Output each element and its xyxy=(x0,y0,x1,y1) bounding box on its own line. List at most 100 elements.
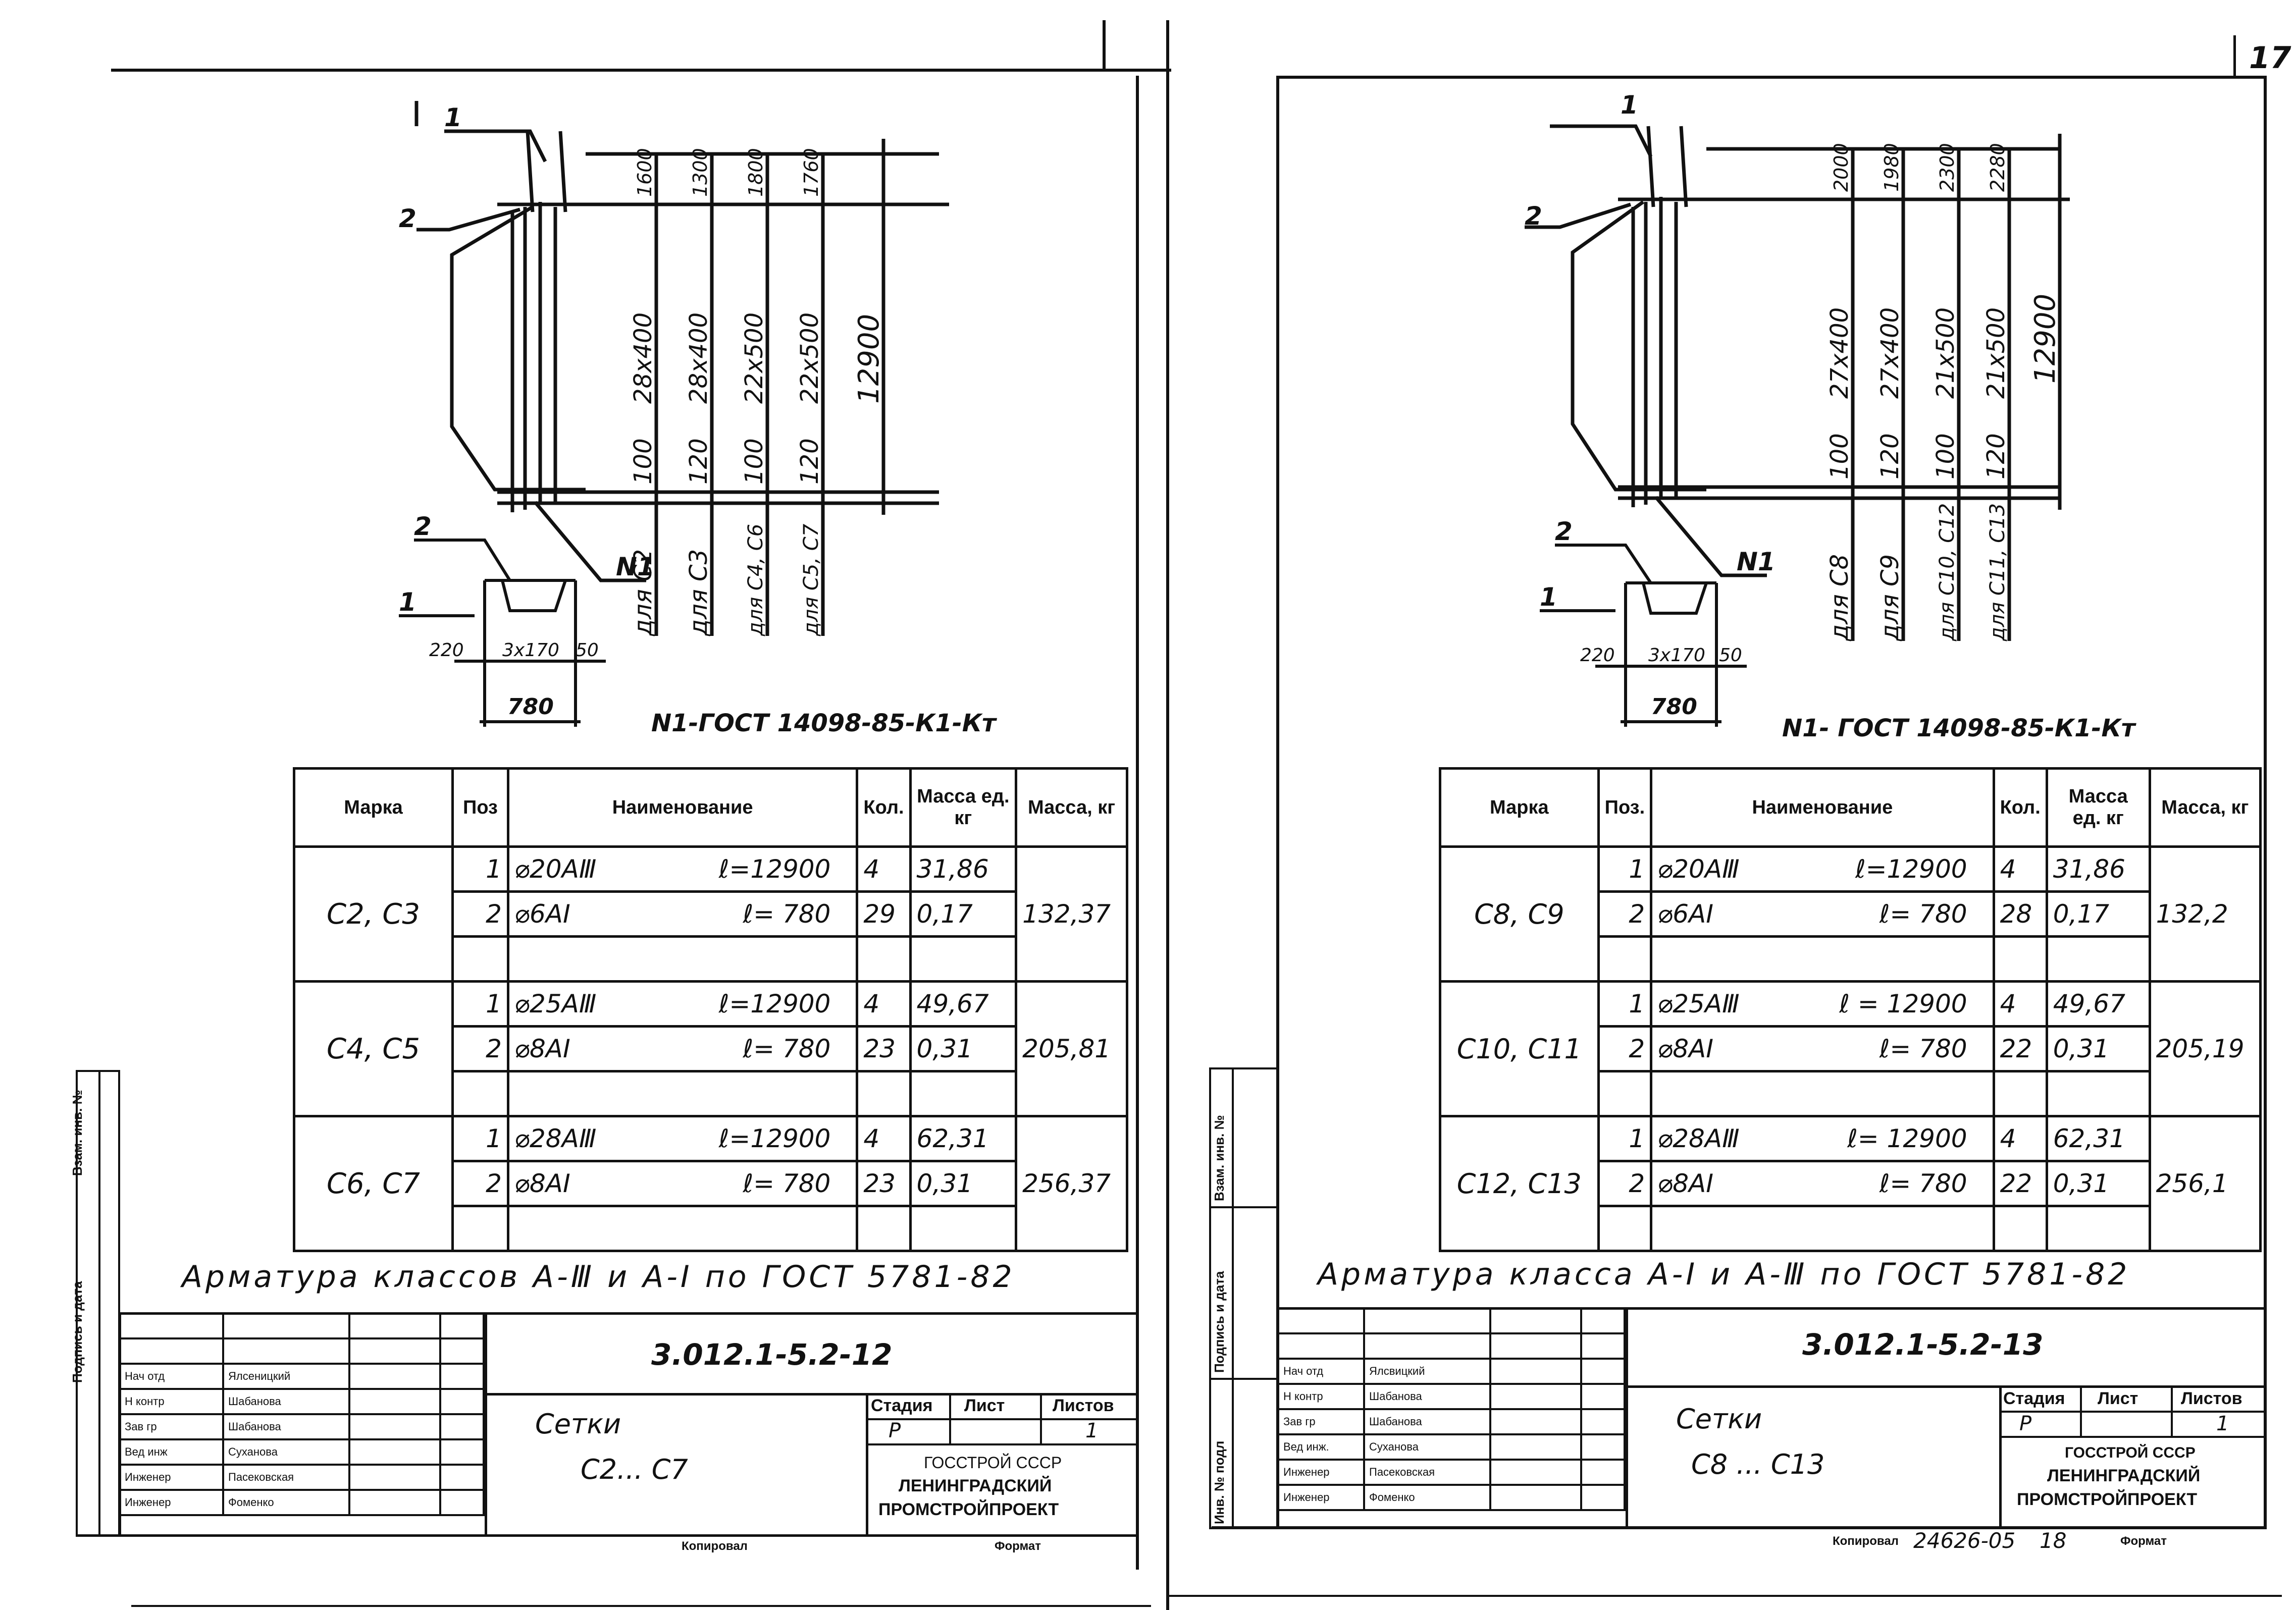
bar-length: ℓ= 780 xyxy=(1879,1034,1967,1063)
role-cell: Зав гр xyxy=(1277,1408,1365,1435)
role-cell: Нач отд xyxy=(119,1363,224,1390)
signature xyxy=(1489,1408,1582,1435)
right-dim-mid-4: 21x500 xyxy=(1982,307,2010,399)
left-dim-total: 12900 xyxy=(853,314,885,404)
right-spec-table: Марка Поз. Наименование Кол. Масса ед. к… xyxy=(1439,767,2262,1252)
signature xyxy=(1489,1433,1582,1461)
right-pos1-label: 1 xyxy=(1621,91,1638,120)
signature xyxy=(348,1413,441,1440)
role-cell: Н контр xyxy=(1277,1383,1365,1410)
pos-cell: 2 xyxy=(1597,890,1653,938)
signature xyxy=(348,1363,441,1390)
left-dim-top-1: 1600 xyxy=(634,148,656,197)
table-row-blank xyxy=(1440,935,2261,983)
bar-length: ℓ=12900 xyxy=(718,1124,831,1153)
page-number: 17 xyxy=(2249,40,2291,76)
pos-cell: 2 xyxy=(451,1160,509,1207)
right-sheet-header: Лист xyxy=(2098,1389,2138,1408)
name-cell: Шабанова xyxy=(222,1413,350,1440)
right-side-label-2: Взам. инв. № xyxy=(1212,1115,1227,1201)
name-cell: Фоменко xyxy=(1363,1484,1491,1511)
left-doc-title: Сетки xyxy=(535,1408,621,1440)
table-row-blank xyxy=(294,1205,1127,1252)
right-copied-label: Копировал xyxy=(1833,1534,1899,1548)
left-dim-bot-4: 120 xyxy=(796,438,824,485)
role-cell: Вед инж xyxy=(119,1438,224,1466)
right-sec-dim2: 3x170 xyxy=(1648,645,1705,666)
right-n1-label: N1 xyxy=(1737,547,1776,576)
bar-name: ⌀8АI xyxy=(1657,1169,1714,1198)
pos-cell: 2 xyxy=(451,1025,509,1072)
left-n1-label: N1 xyxy=(616,552,655,581)
signature xyxy=(348,1464,441,1491)
left-dim-mid-4: 22x500 xyxy=(796,312,824,404)
qty-cell: 4 xyxy=(1992,1115,2048,1162)
name-cell: Шабанова xyxy=(1363,1408,1491,1435)
bar-name: ⌀20АⅢ xyxy=(514,854,597,884)
left-org-3: ПРОМСТРОЙПРОЕКТ xyxy=(878,1500,1059,1519)
pos-cell: 2 xyxy=(1597,1025,1653,1072)
name-cell: Пасековская xyxy=(1363,1459,1491,1486)
bar-name: ⌀20АⅢ xyxy=(1657,854,1740,884)
left-dim-bot-3: 100 xyxy=(740,438,768,485)
left-sheet-header: Лист xyxy=(964,1396,1005,1415)
left-copied-label: Копировал xyxy=(682,1539,748,1553)
left-sec-dim1: 220 xyxy=(429,640,464,661)
mark-cell: С6, С7 xyxy=(292,1115,454,1252)
unit-mass-cell: 49,67 xyxy=(2045,980,2151,1028)
signature xyxy=(348,1489,441,1516)
role-cell: Н контр xyxy=(119,1388,224,1415)
total-mass-cell: 205,19 xyxy=(2148,980,2262,1117)
name-cell: Шабанова xyxy=(1363,1383,1491,1410)
right-sec-pos1: 1 xyxy=(1540,582,1557,612)
right-note: Арматура класса А-I и А-Ⅲ по ГОСТ 5781-8… xyxy=(1318,1257,2130,1292)
left-dim-mid-2: 28x400 xyxy=(685,312,713,404)
left-note: Арматура классов А-Ⅲ и А-I по ГОСТ 5781-… xyxy=(182,1259,1015,1295)
role-cell: Зав гр xyxy=(119,1413,224,1440)
bar-name: ⌀6АI xyxy=(1657,899,1714,929)
signature xyxy=(1489,1459,1582,1486)
left-doc-subtitle: С2... С7 xyxy=(581,1454,688,1485)
col-mass: Масса, кг xyxy=(1015,767,1128,848)
right-sec-dim3: 50 xyxy=(1719,645,1742,666)
name-cell: Ялсеницкий xyxy=(222,1363,350,1390)
col-qty: Кол. xyxy=(856,767,912,848)
mark-cell: С10, С11 xyxy=(1439,980,1600,1117)
total-mass-cell: 256,1 xyxy=(2148,1115,2262,1252)
name-cell: Суханова xyxy=(1363,1433,1491,1461)
signature-row: Вед инж.Суханова xyxy=(1277,1433,1626,1461)
total-mass-cell: 256,37 xyxy=(1015,1115,1128,1252)
left-stage-header: Стадия xyxy=(871,1396,933,1415)
name-cell: Шабанова xyxy=(222,1388,350,1415)
col-mass: Масса, кг xyxy=(2148,767,2262,848)
right-doc-subtitle: С8 ... С13 xyxy=(1691,1448,1825,1480)
bar-length: ℓ= 780 xyxy=(1879,899,1967,929)
left-side-label-2: Взам. инв. № xyxy=(70,1090,85,1176)
unit-mass-cell: 0,17 xyxy=(2045,890,2151,938)
total-mass-cell: 132,2 xyxy=(2148,845,2262,983)
right-side-label-3: Инв. № подл xyxy=(1212,1440,1227,1524)
right-pos2-label: 2 xyxy=(1525,201,1542,231)
left-side-label-1: Подпись и дата xyxy=(70,1281,85,1383)
pos-cell: 1 xyxy=(1597,845,1653,893)
left-stage-value: Р xyxy=(889,1419,901,1442)
left-dim-bot-2: 120 xyxy=(685,438,713,485)
total-mass-cell: 205,81 xyxy=(1015,980,1128,1117)
left-sec-pos2: 2 xyxy=(414,515,432,541)
right-dim-bot-1: 100 xyxy=(1825,433,1854,479)
qty-cell: 23 xyxy=(856,1025,912,1072)
